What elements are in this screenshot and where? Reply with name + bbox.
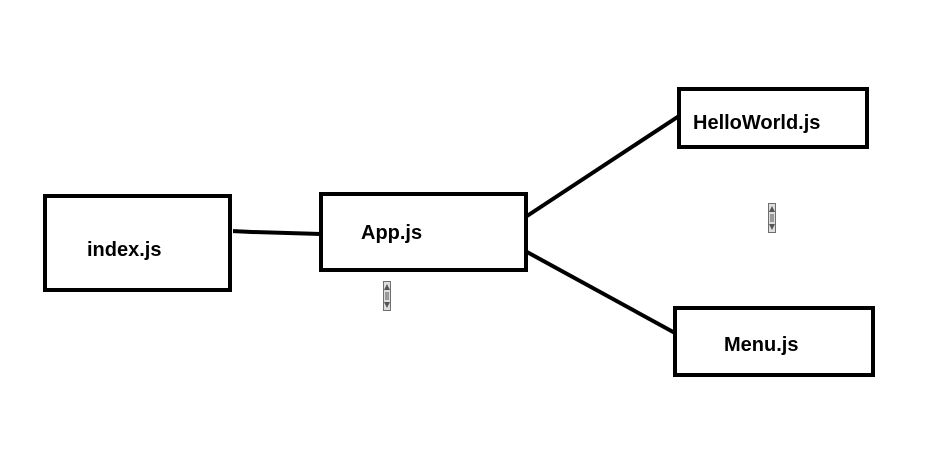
edge-app-to-helloworld [525, 114, 681, 218]
arrow-up-icon [384, 284, 390, 290]
node-label: index.js [87, 239, 162, 261]
grip-icon [385, 292, 389, 300]
arrow-down-icon [769, 224, 775, 230]
node-app-js[interactable]: App.js [319, 192, 528, 272]
node-helloworld-js[interactable]: HelloWorld.js [677, 87, 869, 149]
edge-app-to-menu [526, 250, 676, 335]
node-label: Menu.js [724, 334, 799, 356]
arrow-down-icon [384, 302, 390, 308]
scroll-widget-icon[interactable] [383, 281, 391, 311]
edge-index-to-app [230, 229, 322, 236]
scroll-widget-icon[interactable] [768, 203, 776, 233]
node-label: HelloWorld.js [693, 112, 821, 134]
node-index-js[interactable]: index.js [43, 194, 232, 292]
node-label: App.js [361, 222, 423, 244]
arrow-up-icon [769, 206, 775, 212]
grip-icon [770, 214, 774, 222]
node-menu-js[interactable]: Menu.js [673, 306, 875, 377]
